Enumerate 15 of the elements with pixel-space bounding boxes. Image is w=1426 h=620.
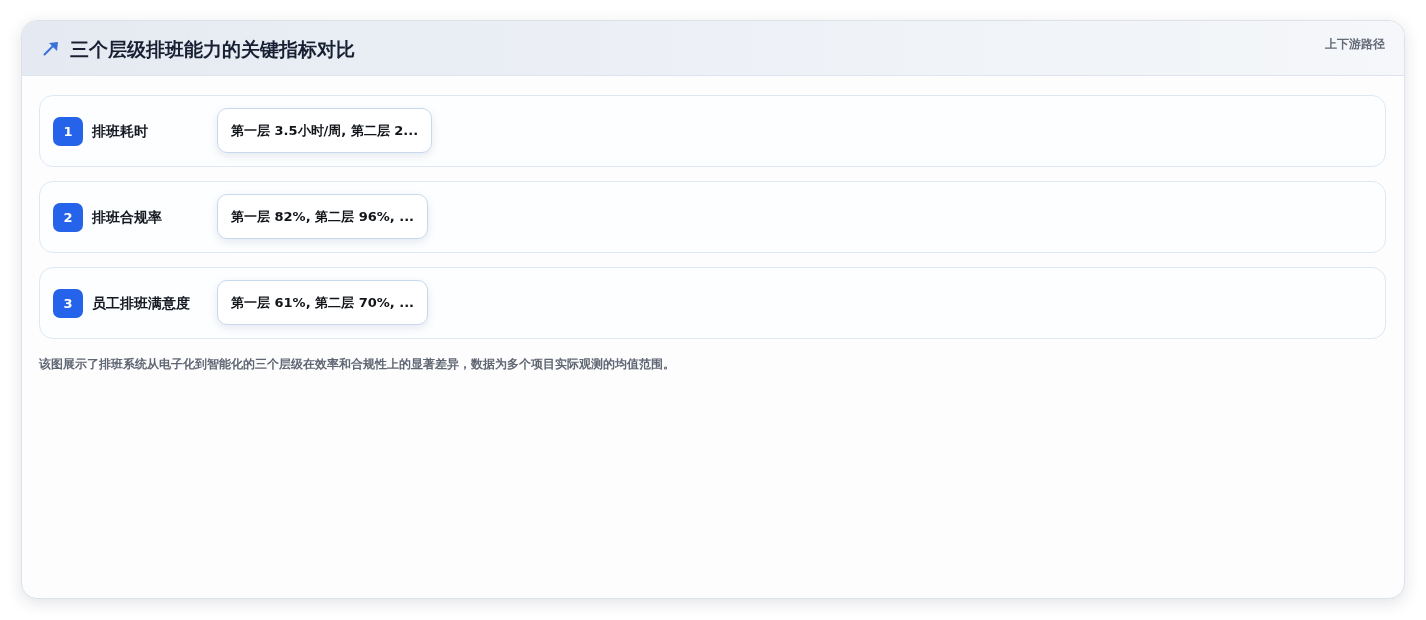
corner-label: 上下游路径	[1325, 36, 1385, 52]
number-badge: 2	[53, 203, 83, 232]
metric-row	[39, 181, 1386, 253]
title: 三个层级排班能力的关键指标对比	[70, 37, 355, 61]
metric-label: 排班合规率	[92, 208, 162, 226]
metric-row	[39, 267, 1386, 339]
metric-label: 员工排班满意度	[92, 294, 190, 312]
value-box: 第一层 82%, 第二层 96%, ...	[217, 194, 429, 239]
metric-row	[39, 95, 1386, 167]
caption: 该图展示了排班系统从电子化到智能化的三个层级在效率和合规性上的显著差异，数据为多个项目实际观测的均值范围。	[39, 356, 675, 372]
value-box: 第一层 61%, 第二层 70%, ...	[217, 280, 429, 325]
number-badge: 1	[53, 117, 83, 146]
metric-label: 排班耗时	[92, 122, 148, 140]
number-badge: 3	[53, 289, 83, 318]
value-box: 第一层 3.5小时/周, 第二层 2...	[217, 108, 433, 153]
